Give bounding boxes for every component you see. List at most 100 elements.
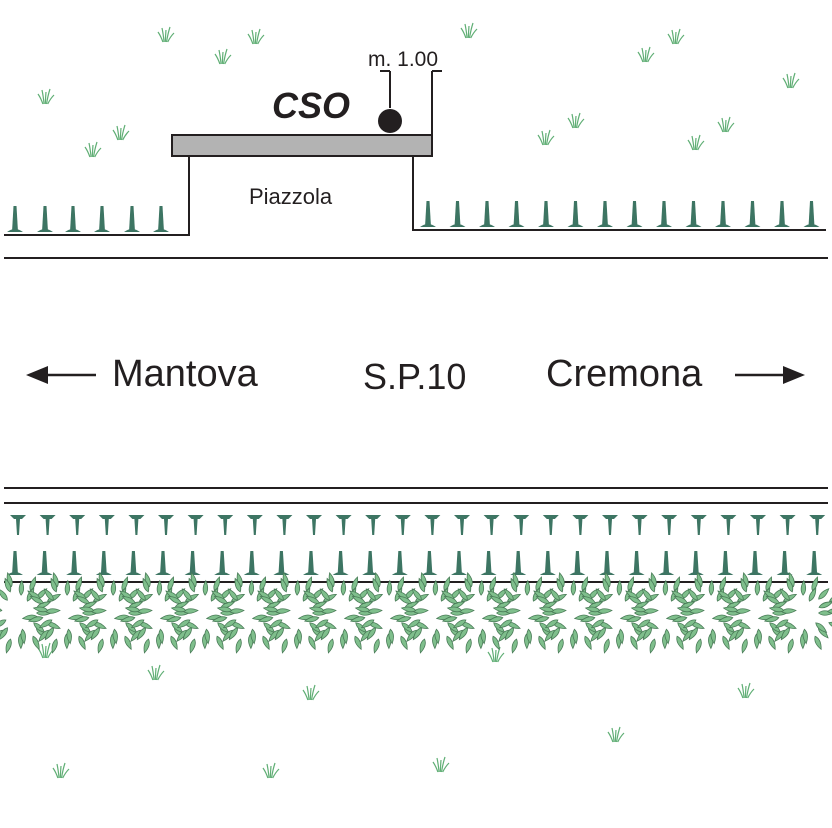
conifer-tree-icon [809, 515, 826, 535]
pole-marker-icon [378, 109, 402, 133]
grass-tuft-icon [37, 642, 55, 659]
conifer-tree-icon [365, 515, 382, 535]
conifer-tree-icon [539, 551, 556, 575]
conifer-tree-icon [806, 551, 823, 575]
conifer-tree-icon [602, 515, 618, 535]
grass-tuft-icon [537, 129, 555, 146]
grass-tuft-icon [717, 116, 735, 133]
conifer-tree-icon [394, 515, 411, 535]
conifer-tree-icon [449, 201, 466, 227]
grass-tuft-icon [487, 646, 505, 663]
conifer-tree-icon [303, 551, 319, 575]
conifer-tree-icon [451, 551, 467, 575]
conifer-tree-icon [685, 201, 702, 227]
grass-tuft-icon [637, 46, 655, 63]
road-name: S.P.10 [363, 356, 466, 397]
road-edge-lower [4, 487, 828, 583]
grass-tuft-icon [782, 72, 800, 89]
conifer-tree-icon [65, 206, 81, 232]
conifer-tree-icon [569, 551, 586, 575]
conifer-tree-icon [803, 201, 820, 227]
conifer-tree-icon [717, 551, 734, 575]
layby-outline [4, 156, 190, 236]
layby-outline-right [412, 156, 826, 231]
conifer-tree-icon [538, 201, 554, 227]
conifer-tree-icon [246, 515, 263, 535]
arrow-left-icon [26, 366, 96, 384]
conifer-tree-icon [747, 551, 763, 575]
grass-tuft-icon [460, 22, 478, 39]
conifer-tree-icon [479, 201, 495, 227]
conifer-tree-icon [483, 515, 500, 535]
conifer-tree-icon [335, 515, 352, 535]
tree-row-upper-left [7, 206, 169, 232]
grass-tuft-icon [112, 124, 130, 141]
shrub-icon [389, 571, 476, 654]
shrub-icon [619, 571, 706, 654]
conifer-tree-icon [744, 201, 761, 227]
platform-slab [171, 134, 433, 157]
conifer-tree-icon [69, 515, 86, 535]
cso-label: CSO [272, 85, 350, 126]
conifer-tree-icon [98, 515, 115, 535]
conifer-tree-icon [776, 551, 793, 575]
grass-tuft-icon [667, 28, 685, 45]
conifer-tree-icon [454, 515, 470, 535]
conifer-tree-icon [542, 515, 559, 535]
conifer-tree-icon [420, 201, 436, 227]
conifer-tree-icon [508, 201, 525, 227]
conifer-tree-icon [153, 206, 169, 232]
conifer-tree-icon [720, 515, 737, 535]
grass-tuft-icon [37, 88, 55, 105]
grass-tuft-icon [247, 28, 265, 45]
conifer-tree-icon [779, 515, 796, 535]
destination-right: Cremona [546, 353, 703, 395]
grass-tuft-icon [52, 762, 70, 779]
conifer-tree-icon [158, 515, 174, 535]
grass-tuft-icon [432, 756, 450, 773]
conifer-tree-icon [10, 515, 26, 535]
grass-tuft-icon [567, 112, 585, 129]
arrow-right-icon [735, 366, 805, 384]
conifer-tree-icon [656, 201, 672, 227]
tree-row-lower-2 [7, 551, 823, 575]
grass-tuft-icon [84, 141, 102, 158]
conifer-tree-icon [36, 551, 53, 575]
shrub-icon [297, 571, 384, 654]
conifer-tree-icon [155, 551, 171, 575]
conifer-tree-icon [7, 206, 23, 232]
conifer-tree-icon [661, 515, 678, 535]
shrub-icon [665, 571, 752, 654]
conifer-tree-icon [513, 515, 530, 535]
conifer-tree-icon [750, 515, 766, 535]
conifer-tree-icon [480, 551, 497, 575]
shrub-icon [711, 571, 798, 654]
conifer-tree-icon [628, 551, 645, 575]
distance-label: m. 1.00 [368, 48, 438, 71]
conifer-tree-icon [332, 551, 349, 575]
piazzola-label: Piazzola [249, 184, 333, 209]
grass-tufts [37, 22, 800, 779]
conifer-tree-icon [37, 206, 53, 232]
shrub-icon [435, 571, 522, 654]
conifer-tree-icon [276, 515, 293, 535]
conifer-tree-icon [774, 201, 790, 227]
shrub-icon [527, 571, 614, 654]
tree-row-lower-1 [10, 515, 826, 535]
conifer-tree-icon [690, 515, 707, 535]
conifer-tree-icon [243, 551, 260, 575]
grass-tuft-icon [687, 134, 705, 151]
shrub-icon [251, 571, 338, 654]
conifer-tree-icon [128, 515, 145, 535]
conifer-tree-icon [66, 551, 83, 575]
road-edge-upper [4, 156, 828, 259]
conifer-tree-icon [362, 551, 379, 575]
conifer-tree-icon [715, 201, 731, 227]
grass-tuft-icon [302, 684, 320, 701]
conifer-tree-icon [391, 551, 408, 575]
shrub-icon [757, 571, 832, 654]
conifer-tree-icon [187, 515, 204, 535]
hedge-row [0, 571, 832, 654]
grass-tuft-icon [262, 762, 280, 779]
